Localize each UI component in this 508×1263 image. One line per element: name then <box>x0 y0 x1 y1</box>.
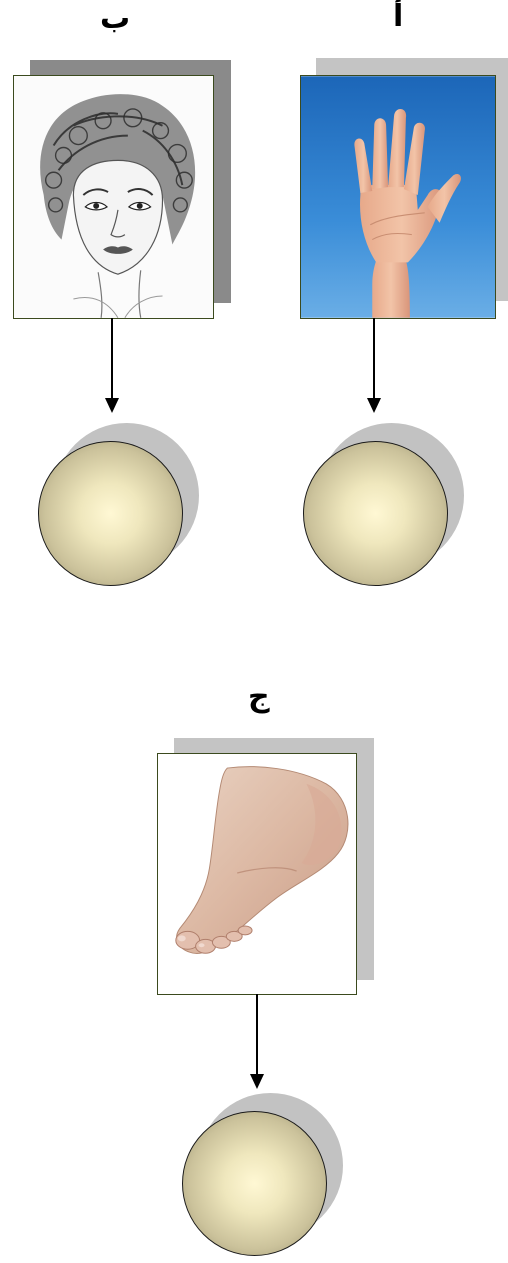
label-b: ب <box>100 4 130 34</box>
circle-face-target <box>36 423 206 593</box>
face-sketch-image <box>13 75 214 319</box>
hand-photo-image <box>300 75 496 319</box>
arrow-face-down <box>104 318 120 414</box>
circle-foot-target <box>180 1093 350 1263</box>
foot-icon <box>158 754 356 994</box>
hand-icon <box>301 76 495 318</box>
circle-hand <box>303 441 448 586</box>
label-a: أ <box>393 2 403 32</box>
circle-hand-target <box>301 423 471 593</box>
circle-face <box>38 441 183 586</box>
label-c: ج <box>248 682 270 712</box>
circle-foot <box>182 1111 327 1256</box>
face-sketch-icon <box>14 76 213 318</box>
arrow-hand-down <box>366 318 382 414</box>
arrow-foot-down <box>249 994 265 1090</box>
foot-photo-image <box>157 753 357 995</box>
